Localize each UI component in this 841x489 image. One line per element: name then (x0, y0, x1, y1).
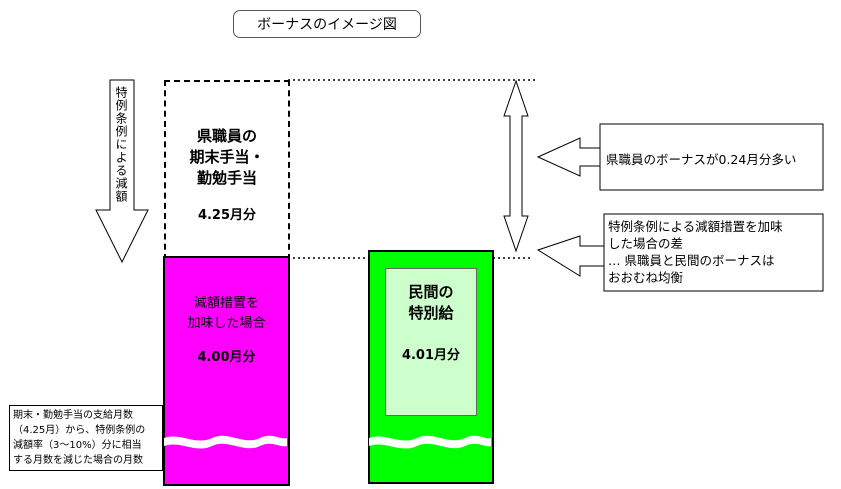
note-line2: （4.25月）から、特例条例の (13, 425, 146, 436)
private-label-line1: 民間の (408, 283, 454, 301)
difference-double-arrow-icon (503, 79, 529, 253)
reduced-label-line2: 加味した場合 (187, 316, 266, 331)
prefecture-label-line3: 勤勉手当 (196, 169, 257, 187)
note-box: 期末・勤勉手当の支給月数 （4.25月）から、特例条例の 減額率（3～10%）分… (9, 405, 163, 471)
callout-bottom-line3: … 県職員と民間のボーナスは (608, 253, 775, 268)
prefecture-label-line2: 期末手当・ (189, 148, 265, 166)
reduced-bonus-value: 4.00月分 (197, 350, 256, 365)
callout-bottom-line2: した場合の差 (608, 236, 684, 251)
reduced-bonus-label: 減額措置を 加味した場合 (165, 294, 288, 334)
green-break-mark (369, 435, 491, 449)
diagram-title: ボーナスのイメージ図 (233, 10, 421, 38)
note-line3: 減額率（3～10%）分に相当 (13, 440, 142, 451)
note-line1: 期末・勤勉手当の支給月数 (13, 410, 133, 421)
private-label-line2: 特別給 (408, 304, 454, 322)
reduced-bonus-box (163, 256, 290, 486)
callout-bottom-text: 特例条例による減額措置を加味 した場合の差 … 県職員と民間のボーナスは おおむ… (608, 218, 822, 286)
callout-bottom-box (603, 213, 824, 292)
prefecture-label-line1: 県職員の (196, 127, 257, 145)
callout-top-text: 県職員のボーナスが0.24月分多い (606, 152, 797, 167)
magenta-break-mark (164, 435, 287, 449)
note-line4: する月数を減じた場合の月数 (13, 455, 143, 466)
callout-bottom-line4: おおむね均衡 (608, 270, 684, 285)
reduction-label: 特例条例による減額 (114, 86, 128, 203)
private-bonus-inner-box (385, 268, 477, 416)
callout-bottom-line1: 特例条例による減額措置を加味 (608, 219, 783, 234)
private-bonus-label: 民間の 特別給 (370, 282, 492, 324)
reduction-arrow-icon (95, 79, 149, 264)
private-bonus-value: 4.01月分 (401, 348, 461, 363)
callout-top-box (599, 123, 824, 191)
prefecture-bonus-value: 4.25月分 (197, 208, 257, 223)
prefecture-bonus-label: 県職員の 期末手当・ 勤勉手当 (166, 126, 288, 189)
reduced-label-line1: 減額措置を (193, 296, 259, 311)
